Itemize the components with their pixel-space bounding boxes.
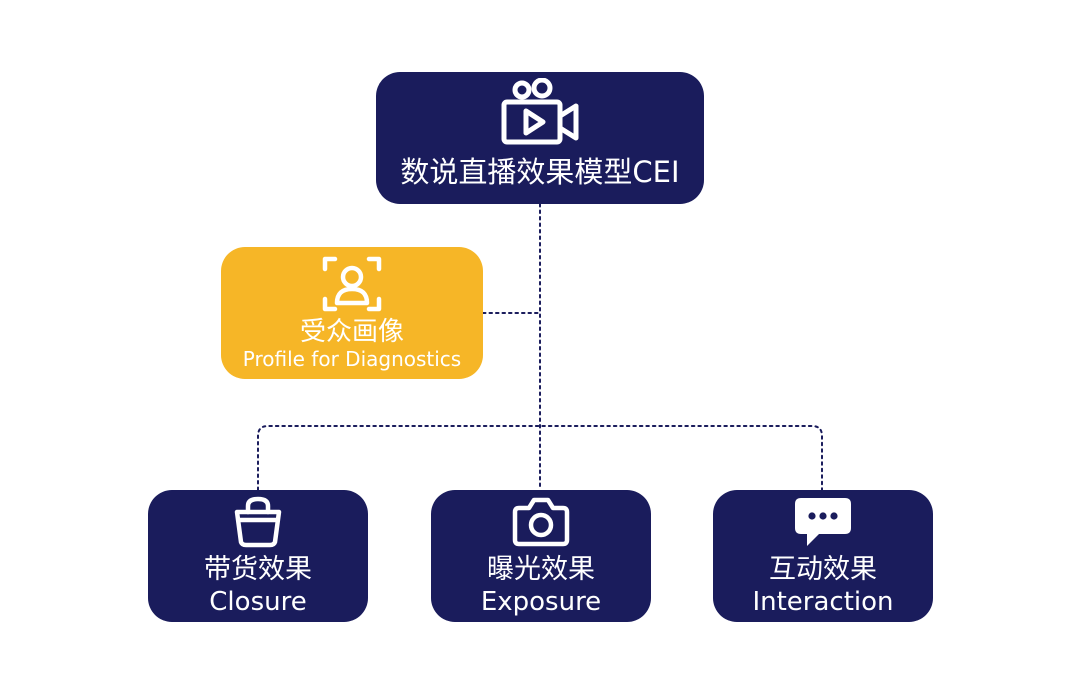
video-camera-icon (501, 78, 579, 145)
connector-branch (257, 425, 823, 491)
exposure-label-en: Exposure (480, 587, 602, 617)
interaction-label-cn: 互动效果 (769, 554, 877, 585)
audience-label-en: Profile for Diagnostics (242, 347, 462, 371)
audience-label-cn: 受众画像 (299, 317, 404, 347)
closure-effect-node: 带货效果 Closure (148, 490, 368, 622)
face-scan-user-icon (322, 256, 382, 312)
camera-icon (512, 497, 570, 547)
interaction-label-en: Interaction (752, 587, 894, 617)
interaction-effect-node: 互动效果 Interaction (713, 490, 933, 622)
root-node-label: 数说直播效果模型CEI (400, 155, 680, 189)
closure-label-cn: 带货效果 (204, 554, 312, 585)
closure-label-en: Closure (209, 587, 307, 617)
exposure-label-cn: 曝光效果 (487, 554, 595, 585)
audience-profile-node: 受众画像 Profile for Diagnostics (221, 247, 483, 379)
exposure-effect-node: 曝光效果 Exposure (431, 490, 651, 622)
shopping-bag-icon (234, 496, 282, 548)
chat-bubble-icon (795, 498, 851, 546)
root-node-cei: 数说直播效果模型CEI (376, 72, 704, 204)
